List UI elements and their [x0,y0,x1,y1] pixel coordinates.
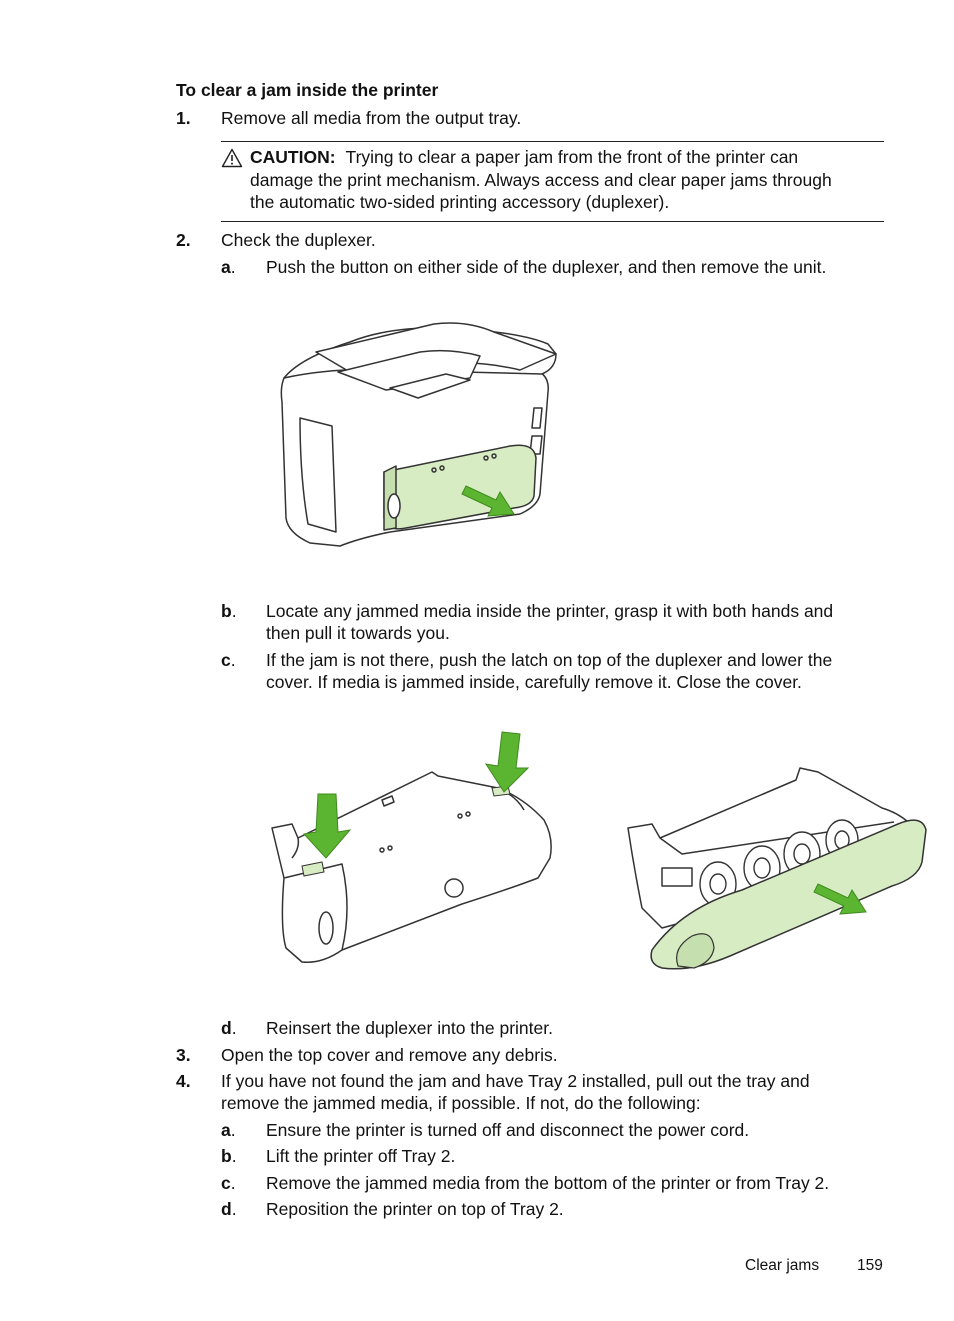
caution-text-line: Trying to clear a paper jam from the fro… [345,147,799,167]
substep-text: Reposition the printer on top of Tray 2. [266,1199,564,1219]
substep-letter: d. [221,1018,237,1038]
step-text: Check the duplexer. [221,230,376,250]
warning-triangle-icon [221,148,243,168]
substep-letter: a. [221,257,236,277]
substep-text: If the jam is not there, push the latch … [266,650,833,692]
substep-text: Remove the jammed media from the bottom … [266,1173,830,1193]
step-number: 3. [176,1045,191,1065]
footer-section-name: Clear jams [745,1257,820,1274]
substep-letter: c. [221,650,236,670]
step-number: 2. [176,230,191,250]
substep-letter: c. [221,1173,236,1193]
open-duplexer-illustration [627,767,927,970]
substep-letter: b. [221,601,237,621]
duplexer-latch-illustration [271,731,552,963]
substep-letter: b. [221,1146,237,1166]
caution-text-line: damage the print mechanism. Always acces… [250,169,832,190]
substep-text: Locate any jammed media inside the print… [266,601,834,643]
substep-text: Lift the printer off Tray 2. [266,1146,456,1166]
caution-top-rule [221,141,884,142]
step-text: If you have not found the jam and have T… [221,1071,810,1113]
step-text: Remove all media from the output tray. [221,108,522,128]
substep-letter: a. [221,1120,236,1140]
substep-text: Push the button on either side of the du… [266,257,827,277]
step-text: Open the top cover and remove any debris… [221,1045,558,1065]
printer-duplexer-removal-illustration [280,322,557,547]
substep-letter: d. [221,1199,237,1219]
step-number: 1. [176,108,191,128]
caution-bottom-rule [221,221,884,222]
page-number: 159 [857,1257,883,1274]
substep-text: Reinsert the duplexer into the printer. [266,1018,553,1038]
caution-text-line: the automatic two-sided printing accesso… [250,192,670,212]
step-number: 4. [176,1071,191,1091]
section-title: To clear a jam inside the printer [176,80,439,100]
caution-label: CAUTION: [250,147,336,167]
substep-text: Ensure the printer is turned off and dis… [266,1120,750,1140]
